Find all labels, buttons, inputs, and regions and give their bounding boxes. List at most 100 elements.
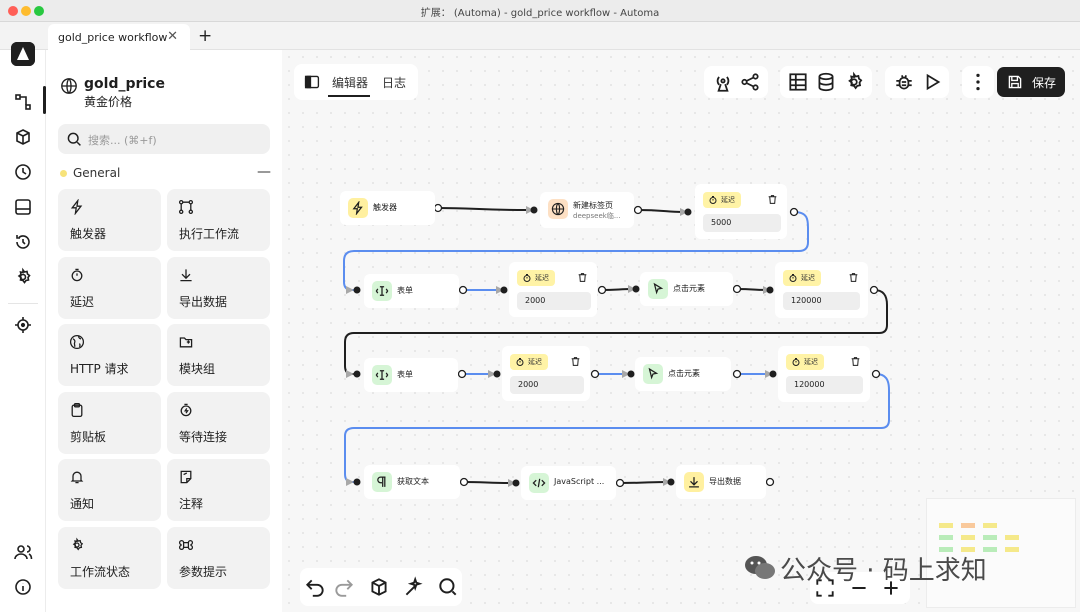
node-delay-1[interactable]: 延迟 5000 (695, 184, 787, 239)
node-delay-2[interactable]: 延迟 2000 (509, 262, 597, 317)
edge-click1-delay3 (736, 288, 768, 291)
block-export-data[interactable]: 导出数据 (167, 257, 270, 319)
block-clipboard[interactable]: 剪贴板 (58, 392, 161, 454)
delay-4-input[interactable]: 2000 (510, 376, 584, 394)
trash-icon[interactable] (848, 272, 859, 283)
fit-view-icon[interactable] (814, 577, 836, 599)
share-icon[interactable] (739, 71, 761, 93)
search-input[interactable]: 搜索... (⌘+f) (88, 134, 157, 147)
magic-wand-icon[interactable] (402, 576, 424, 598)
close-tab-icon[interactable]: ✕ (167, 29, 178, 44)
more-toolbox (962, 66, 994, 98)
history-icon[interactable] (13, 232, 33, 252)
trash-icon[interactable] (577, 272, 588, 283)
trash-icon[interactable] (767, 194, 778, 205)
workflow-canvas[interactable]: 编辑器 日志 保存 (282, 50, 1080, 612)
tab-gold-price-workflow[interactable]: gold_price workflow ✕ (48, 24, 190, 50)
node-export-data[interactable]: 导出数据 (676, 465, 766, 499)
search-icon[interactable] (437, 576, 459, 598)
block-execute-workflow[interactable]: 执行工作流 (167, 189, 270, 251)
play-icon[interactable] (921, 71, 943, 93)
block-trigger[interactable]: 触发器 (58, 189, 161, 251)
edge-newtab-delay1 (637, 209, 683, 213)
more-vertical-icon[interactable] (967, 71, 989, 93)
trash-icon[interactable] (850, 356, 861, 367)
node-get-text[interactable]: 获取文本 (364, 465, 460, 499)
node-trigger[interactable]: 触发器 (340, 191, 435, 225)
minimize-window-button[interactable] (21, 6, 31, 16)
zoom-out-icon[interactable] (848, 577, 870, 599)
node-delay-4[interactable]: 延迟 2000 (502, 346, 590, 401)
collapse-group-icon[interactable]: — (257, 164, 271, 180)
delay-3-input[interactable]: 120000 (783, 292, 860, 310)
delay-5-input[interactable]: 120000 (786, 376, 863, 394)
cursor-click-icon (648, 367, 659, 380)
package-icon[interactable] (368, 576, 390, 598)
zoom-in-icon[interactable] (880, 577, 902, 599)
block-parameter-prompt[interactable]: 参数提示 (167, 527, 270, 589)
block-delay[interactable]: 延迟 (58, 257, 161, 319)
node-click-element-1[interactable]: 点击元素 (640, 272, 733, 306)
gear-icon (72, 537, 84, 551)
block-search[interactable]: 搜索... (⌘+f) (58, 124, 270, 154)
group-label[interactable]: General (73, 166, 121, 180)
table-icon[interactable] (787, 71, 809, 93)
block-notification[interactable]: 通知 (58, 459, 161, 521)
clock-icon[interactable] (13, 162, 33, 182)
node-form-1[interactable]: 表单 (364, 274, 459, 308)
workflow-edges (343, 203, 890, 488)
debug-bug-icon[interactable] (893, 71, 915, 93)
team-users-icon[interactable] (13, 542, 33, 562)
node-javascript[interactable]: JavaScript ... (521, 466, 616, 500)
automa-logo-mark (11, 42, 35, 66)
edge-trigger-newtab (437, 207, 528, 211)
workflow-name[interactable]: gold_price (84, 76, 165, 92)
undo-icon[interactable] (304, 576, 326, 598)
node-click-element-2[interactable]: 点击元素 (635, 357, 731, 391)
close-window-button[interactable] (8, 6, 18, 16)
block-block-group[interactable]: 模块组 (167, 324, 270, 386)
note-icon (180, 470, 192, 484)
delay-1-input[interactable]: 5000 (703, 214, 781, 232)
node-delay-5[interactable]: 延迟 120000 (778, 346, 870, 402)
share-toolbox (704, 66, 768, 98)
tab-bar: gold_price workflow ✕ + (0, 22, 1080, 50)
zoom-controls (810, 572, 910, 604)
delay-2-input[interactable]: 2000 (517, 292, 591, 310)
ports (353, 203, 881, 488)
tab-logs[interactable]: 日志 (382, 76, 407, 90)
settings-gear-icon[interactable] (13, 267, 33, 287)
workflow-settings-icon[interactable] (843, 71, 865, 93)
broadcast-icon[interactable] (712, 71, 734, 93)
block-note[interactable]: 注释 (167, 459, 270, 521)
package-icon[interactable] (13, 127, 33, 147)
timer-icon (792, 358, 800, 366)
node-new-tab[interactable]: 新建标签页 deepseek临... (540, 192, 634, 228)
node-form-2[interactable]: 表单 (364, 358, 458, 392)
save-button[interactable]: 保存 (997, 67, 1065, 97)
zoom-window-button[interactable] (34, 6, 44, 16)
sidebar-toggle-icon[interactable] (304, 74, 320, 90)
edge-delay1-form1 (343, 211, 809, 291)
canvas-tools (300, 568, 462, 606)
block-wait-connections[interactable]: 等待连接 (167, 392, 270, 454)
edge-delay5-gettext (344, 373, 890, 483)
redo-icon[interactable] (333, 576, 355, 598)
database-icon[interactable] (815, 71, 837, 93)
info-icon[interactable] (13, 577, 33, 597)
new-tab-button[interactable]: + (198, 26, 213, 46)
storage-icon[interactable] (13, 197, 33, 217)
block-workflow-state[interactable]: 工作流状态 (58, 527, 161, 589)
bolt-icon (70, 199, 83, 215)
command-icon (179, 540, 193, 550)
tab-editor[interactable]: 编辑器 (332, 76, 369, 90)
node-delay-3[interactable]: 延迟 120000 (775, 262, 868, 318)
minimap[interactable] (926, 498, 1076, 608)
crosshair-icon[interactable] (13, 315, 33, 335)
rail-active-indicator (43, 86, 46, 114)
workflows-icon[interactable] (13, 92, 33, 112)
block-http-request[interactable]: HTTP 请求 (58, 324, 161, 386)
trash-icon[interactable] (570, 356, 581, 367)
timer-icon (71, 268, 83, 282)
stopwatch-icon (180, 403, 192, 417)
